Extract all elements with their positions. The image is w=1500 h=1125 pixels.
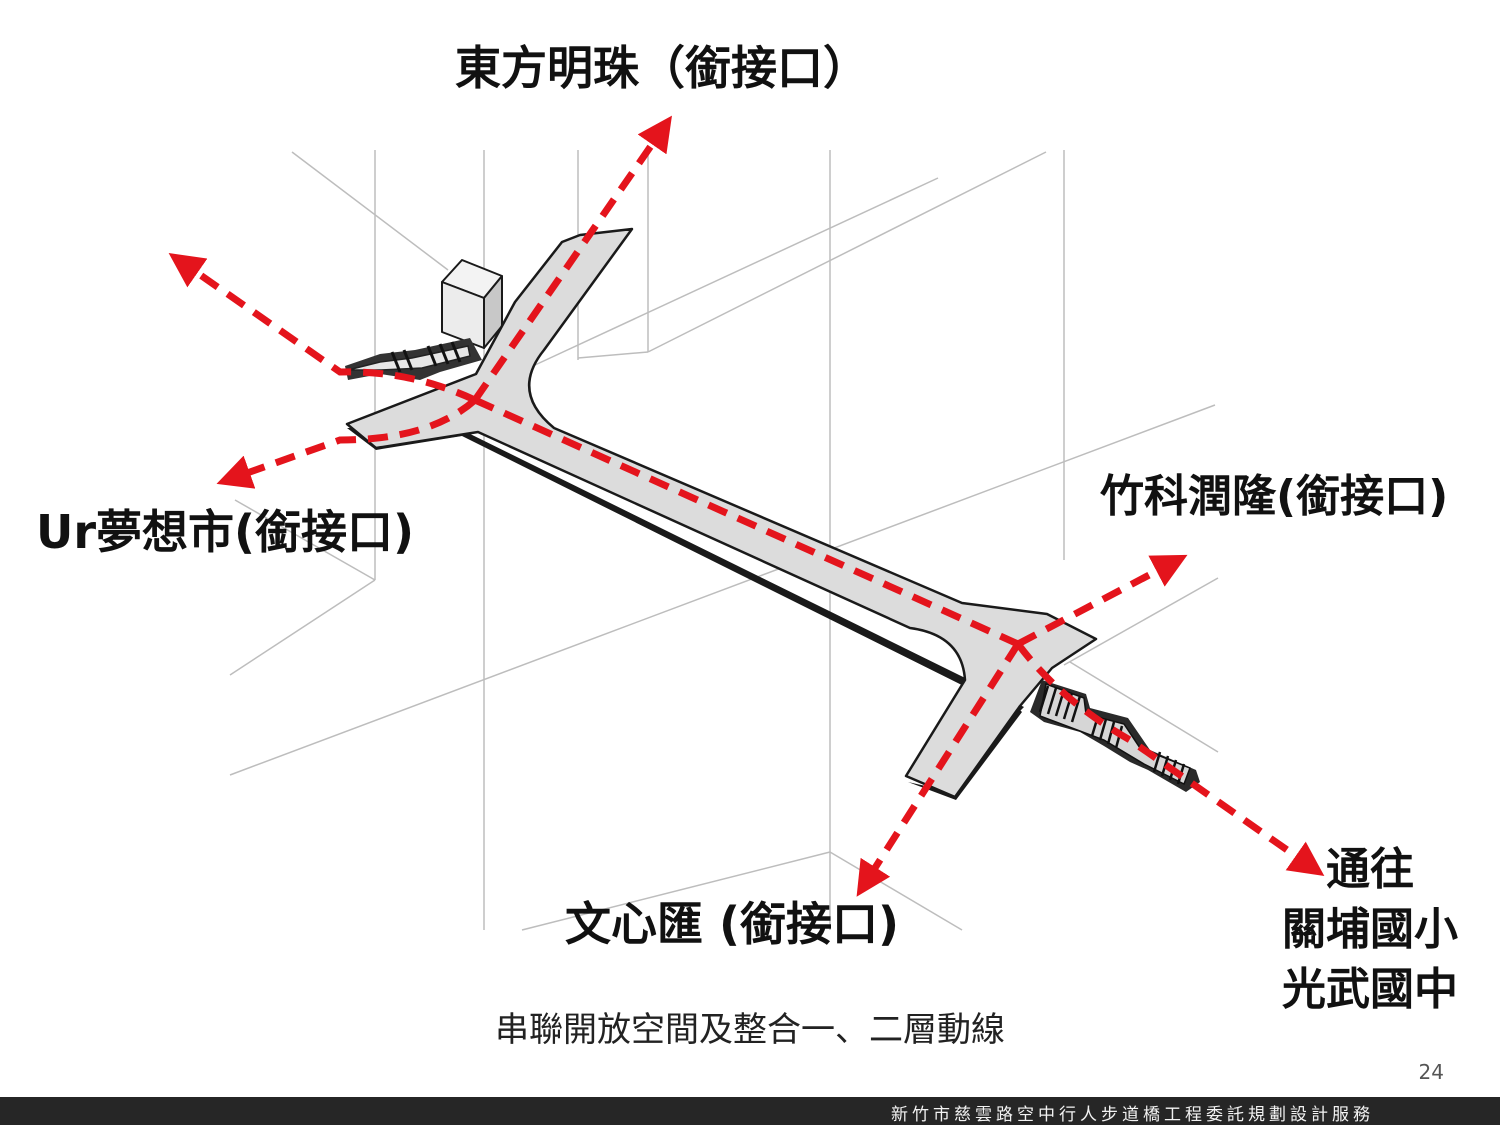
label-southeast-line: 通往 (1326, 844, 1414, 895)
label-southeast-destination: 通往 關埔國小 光武國中 (1282, 840, 1458, 1019)
route-to-north-arrow (472, 115, 672, 402)
label-south-entrance: 文心匯 (銜接口) (565, 897, 900, 951)
label-east-entrance: 竹科潤隆(銜接口) (1100, 471, 1449, 522)
diagram-caption: 串聯開放空間及整合一、二層動線 (0, 1002, 1500, 1051)
route-main (473, 396, 1020, 648)
caption-text: 串聯開放空間及整合一、二層動線 (495, 1010, 1005, 1050)
route-to-east-arrow (1016, 554, 1188, 648)
west-staircase (345, 338, 482, 380)
footer-bar: 新竹市慈雲路空中行人步道橋工程委託規劃設計服務 (0, 1097, 1500, 1125)
label-west-entrance: Ur夢想市(銜接口) (36, 505, 415, 559)
route-to-southwest-arrow (216, 397, 478, 489)
route-to-southeast-arrow (1015, 641, 1325, 877)
route-to-south-arrow (856, 642, 1021, 897)
label-north-entrance: 東方明珠（銜接口） (455, 41, 869, 95)
label-southeast-line: 光武國中 (1282, 963, 1458, 1015)
route-to-west-arrow (168, 253, 477, 404)
footer-project-title: 新竹市慈雲路空中行人步道橋工程委託規劃設計服務 (891, 1105, 1374, 1125)
page-number: 24 (1418, 1060, 1444, 1084)
context-lines (229, 150, 1219, 931)
label-southeast-line: 關埔國小 (1282, 903, 1458, 955)
elevator-box (441, 259, 503, 349)
